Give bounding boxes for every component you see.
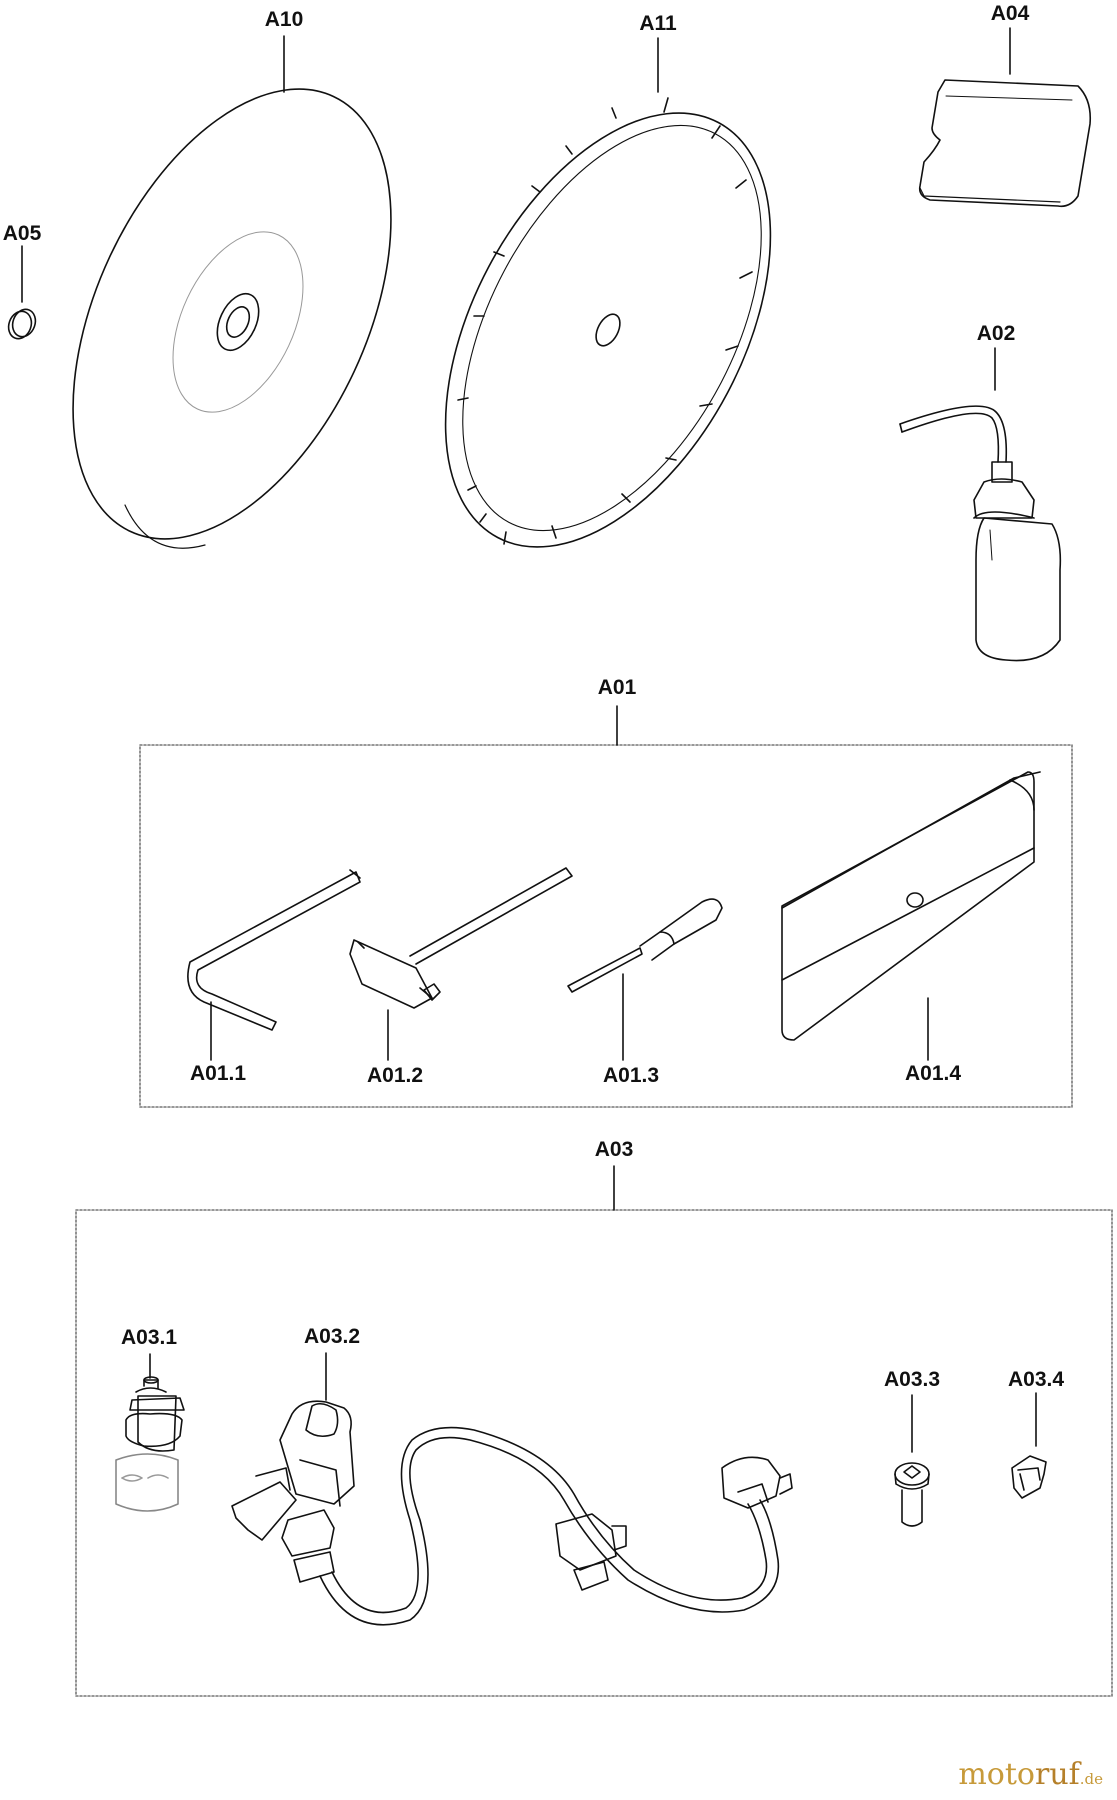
label-a03-4: A03.4 [1008,1368,1064,1391]
watermark-logo: motoruf.de [958,1757,1103,1792]
part-a01-3-screwdriver [567,898,723,993]
part-a03-2-hose-assembly [231,1400,793,1626]
watermark-brand-accent: ruf [1034,1757,1080,1792]
part-a01-4-pouch [781,771,1041,1041]
part-a01-1-hex-key [187,869,361,1031]
label-a01-2: A01.2 [367,1064,423,1087]
watermark-brand-main: moto [958,1757,1035,1792]
label-a04: A04 [991,2,1030,25]
part-a03-3-screw [894,1462,930,1527]
group-box-a03 [75,1209,1113,1697]
label-a03-3: A03.3 [884,1368,940,1391]
label-a01-1: A01.1 [190,1062,246,1085]
label-a01-3: A01.3 [603,1064,659,1087]
label-a01: A01 [598,676,637,699]
label-a10: A10 [265,8,304,31]
part-a03-1-valve-knob [115,1376,185,1512]
label-a01-4: A01.4 [905,1062,961,1085]
part-a02-oil-bottle [899,405,1062,662]
label-a03: A03 [595,1138,634,1161]
part-a01-2-plug-wrench [349,867,573,1009]
part-a05-ring [7,308,37,340]
part-a04-filter-pad [918,79,1092,208]
label-a03-2: A03.2 [304,1325,360,1348]
label-a11: A11 [639,12,677,35]
label-a02: A02 [977,322,1016,345]
label-a03-1: A03.1 [121,1326,177,1349]
part-a11-diamond-blade [444,97,772,548]
part-a10-cutting-wheel [72,88,392,549]
part-a03-4-clip [1011,1455,1047,1499]
label-a05: A05 [3,222,42,245]
watermark-tld: .de [1079,1770,1103,1788]
group-box-a01 [139,744,1073,1108]
